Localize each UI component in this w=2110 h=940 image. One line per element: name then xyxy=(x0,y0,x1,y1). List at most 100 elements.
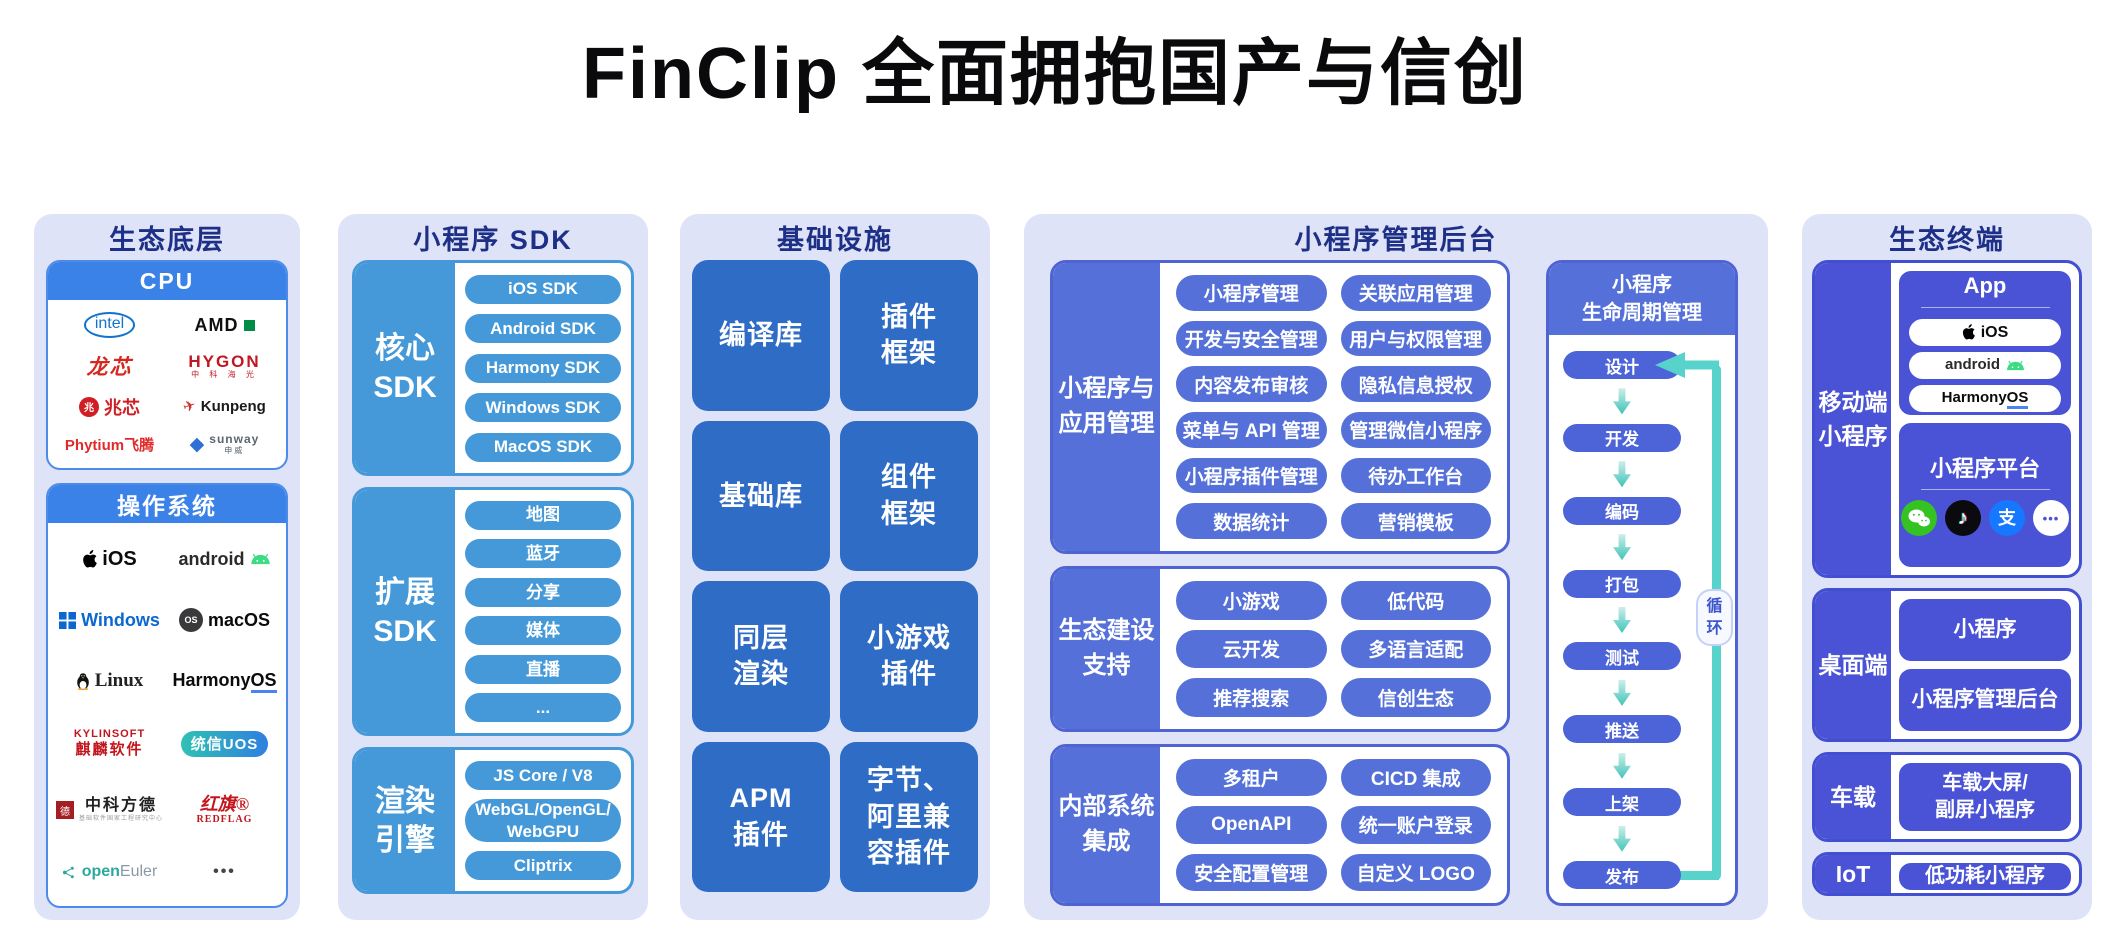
amd-logo: AMD xyxy=(195,315,255,336)
more-platforms-icon xyxy=(2033,500,2069,537)
macos-icon: OS xyxy=(178,608,203,633)
alipay-icon: 支 xyxy=(1989,500,2025,537)
column-admin-console: 小程序管理后台 小程序与 应用管理 小程序管理 关联应用管理 开发与安全管理 用… xyxy=(1024,214,1768,920)
sdk-pill: 直播 xyxy=(465,654,621,684)
car-terminal-row: 车载 车载大屏/ 副屏小程序 xyxy=(1812,752,2082,842)
admin-pill: 多语言适配 xyxy=(1340,629,1491,669)
sdk-pill: 蓝牙 xyxy=(465,539,621,569)
sunway-icon xyxy=(190,433,205,456)
admin-pill: 关联应用管理 xyxy=(1340,275,1491,311)
linux-penguin-icon xyxy=(76,673,89,690)
kylinsoft-logo: KYLINSOFT 麒麟软件 xyxy=(73,728,146,758)
core-sdk-label: 核心 SDK xyxy=(355,263,455,473)
admin-pill: 开发与安全管理 xyxy=(1176,320,1327,357)
column-infrastructure: 基础设施 编译库 插件 框架 基础库 组件 框架 同层 渲染 小游戏 插件 AP… xyxy=(680,214,990,920)
ios-pill: iOS xyxy=(1909,318,2061,346)
loop-top-segment xyxy=(1681,360,1719,370)
zhaoxin-icon: 兆 xyxy=(79,396,99,417)
eco-terminal-body: 移动端 小程序 App iOS android xyxy=(1802,260,2092,908)
openeuler-icon xyxy=(62,866,74,878)
admin-pill: 云开发 xyxy=(1176,629,1327,669)
sdk-pill: Cliptrix xyxy=(465,851,621,881)
arrow-down-icon xyxy=(1613,534,1631,561)
group-label: 生态建设 支持 xyxy=(1053,569,1160,729)
phytium-logo: Phytium飞腾 xyxy=(64,436,155,454)
admin-pill: 推荐搜索 xyxy=(1176,678,1327,717)
admin-pill: 信创生态 xyxy=(1340,678,1491,717)
arrow-down-icon xyxy=(1613,388,1631,415)
app-card: App iOS android HarmonyOS xyxy=(1899,271,2071,415)
macos-logo: OS macOS xyxy=(178,608,270,633)
sdk-pill: MacOS SDK xyxy=(465,432,621,462)
sdk-pill: Harmony SDK xyxy=(465,353,621,383)
group-label: 小程序与 应用管理 xyxy=(1053,263,1160,551)
group-pills: 小游戏 低代码 云开发 多语言适配 推荐搜索 信创生态 xyxy=(1160,569,1507,729)
more-os-logo: ••• xyxy=(213,863,236,881)
harmonyos-pill: HarmonyOS xyxy=(1909,384,2061,412)
admin-pill: 低代码 xyxy=(1340,581,1491,620)
zhaoxin-logo: 兆兆芯 xyxy=(79,394,140,420)
admin-pill: 菜单与 API 管理 xyxy=(1176,411,1327,448)
group-app-management: 小程序与 应用管理 小程序管理 关联应用管理 开发与安全管理 用户与权限管理 内… xyxy=(1050,260,1510,554)
car-cards: 车载大屏/ 副屏小程序 xyxy=(1891,755,2079,839)
redflag-logo: 红旗® REDFLAG xyxy=(196,794,253,826)
android-pill: android xyxy=(1909,351,2061,379)
render-engine-label: 渲染 引擎 xyxy=(355,750,455,891)
infrastructure-grid: 编译库 插件 框架 基础库 组件 框架 同层 渲染 小游戏 插件 APM 插件 … xyxy=(680,260,990,906)
arrow-down-icon xyxy=(1613,607,1631,633)
harmonyos-logo: HarmonyOS xyxy=(172,670,277,694)
infrastructure-header: 基础设施 xyxy=(777,224,893,255)
eco-terminal-header: 生态终端 xyxy=(1889,224,2005,255)
lifecycle-step: 编码 xyxy=(1563,496,1681,525)
wechat-icon xyxy=(1901,500,1937,537)
column-eco-terminal: 生态终端 移动端 小程序 App iOS android xyxy=(1802,214,2092,920)
admin-pill: CICD 集成 xyxy=(1340,759,1491,797)
lifecycle-step: 推送 xyxy=(1563,715,1681,744)
admin-pill: 用户与权限管理 xyxy=(1340,320,1491,357)
sdk-pill: Windows SDK xyxy=(465,393,621,422)
admin-pill: 小程序管理 xyxy=(1176,275,1327,311)
desktop-card: 小程序 xyxy=(1899,599,2071,661)
admin-pill: 管理微信小程序 xyxy=(1340,411,1491,448)
sdk-body: 核心 SDK iOS SDK Android SDK Harmony SDK W… xyxy=(338,260,648,908)
admin-pill: 内容发布审核 xyxy=(1176,366,1327,402)
ios-logo: iOS xyxy=(82,548,137,571)
page-title: FinClip 全面拥抱国产与信创 xyxy=(582,34,1528,114)
core-sdk-pills: iOS SDK Android SDK Harmony SDK Windows … xyxy=(455,263,631,473)
fangde-logo: 德 中科方德基础软件国家工程研究中心 xyxy=(55,798,163,822)
android-robot-icon xyxy=(2007,360,2024,370)
windows-icon xyxy=(59,611,77,629)
lifecycle-step: 上架 xyxy=(1563,788,1681,817)
admin-pill: 统一账户登录 xyxy=(1340,806,1491,844)
admin-console-header: 小程序管理后台 xyxy=(1294,224,1498,255)
infra-cell: 字节、 阿里兼 容插件 xyxy=(840,741,978,892)
sdk-pill: 媒体 xyxy=(465,616,621,646)
android-robot-icon xyxy=(250,554,270,565)
openeuler-logo: openEuler xyxy=(62,863,157,881)
iot-terminal-row: IoT 低功耗小程序 xyxy=(1812,852,2082,896)
os-logo-grid: iOS android Windows OS macOS xyxy=(48,523,286,906)
sdk-pill: WebGL/OpenGL/ WebGPU xyxy=(465,799,621,842)
admin-groups: 小程序与 应用管理 小程序管理 关联应用管理 开发与安全管理 用户与权限管理 内… xyxy=(1050,260,1510,906)
admin-pill: 待办工作台 xyxy=(1340,457,1491,494)
admin-pill: OpenAPI xyxy=(1176,806,1327,844)
ext-sdk-block: 扩展 SDK 地图 蓝牙 分享 媒体 直播 ... xyxy=(352,487,634,736)
lifecycle-header: 小程序 生命周期管理 xyxy=(1549,263,1735,335)
admin-pill: 小程序插件管理 xyxy=(1176,457,1327,494)
admin-pill: 隐私信息授权 xyxy=(1340,366,1491,402)
admin-pill: 小游戏 xyxy=(1176,581,1327,620)
lifecycle-step: 发布 xyxy=(1563,861,1681,890)
lifecycle-step: 设计 xyxy=(1563,351,1681,379)
car-label: 车载 xyxy=(1815,755,1891,839)
loop-bottom-segment xyxy=(1649,871,1719,880)
apple-icon xyxy=(83,550,98,568)
amd-square-icon xyxy=(243,319,255,331)
miniapp-platform-card: 小程序平台 支 xyxy=(1899,423,2071,567)
loongson-logo: 龙芯 xyxy=(86,356,133,380)
infra-cell: APM 插件 xyxy=(692,741,830,892)
uos-logo: 统信UOS xyxy=(180,730,269,757)
arrow-down-icon xyxy=(1613,752,1631,779)
ext-sdk-pills: 地图 蓝牙 分享 媒体 直播 ... xyxy=(455,490,631,733)
sdk-pill: JS Core / V8 xyxy=(465,760,621,790)
